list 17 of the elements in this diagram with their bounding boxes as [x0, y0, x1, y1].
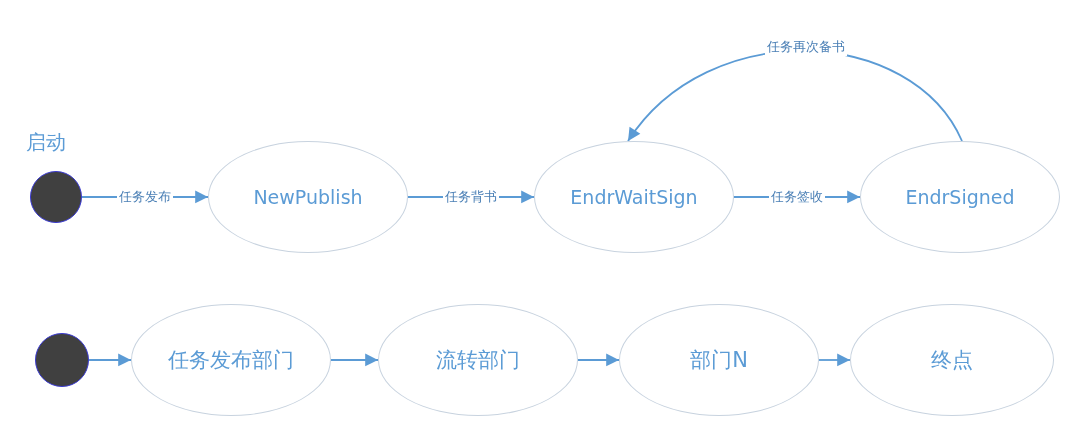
arrow [577, 353, 620, 367]
state-label: NewPublish [253, 186, 363, 208]
state-label: EndrSigned [905, 186, 1015, 208]
state-label: 流转部门 [436, 347, 520, 374]
edge-label: 任务背书 [443, 188, 499, 206]
edge-label: 任务再次备书 [765, 38, 848, 56]
state-label: 部门N [690, 347, 748, 374]
arrow [330, 353, 379, 367]
edge-label: 任务签收 [769, 188, 825, 206]
edge-label: 任务发布 [117, 188, 173, 206]
start-circle [35, 333, 89, 387]
state-label: 启动 [26, 129, 66, 156]
state-label: 任务发布部门 [168, 347, 294, 374]
state-label: EndrWaitSign [570, 186, 698, 208]
arrow [818, 353, 851, 367]
arrow [88, 353, 132, 367]
state-label: 终点 [931, 347, 973, 374]
